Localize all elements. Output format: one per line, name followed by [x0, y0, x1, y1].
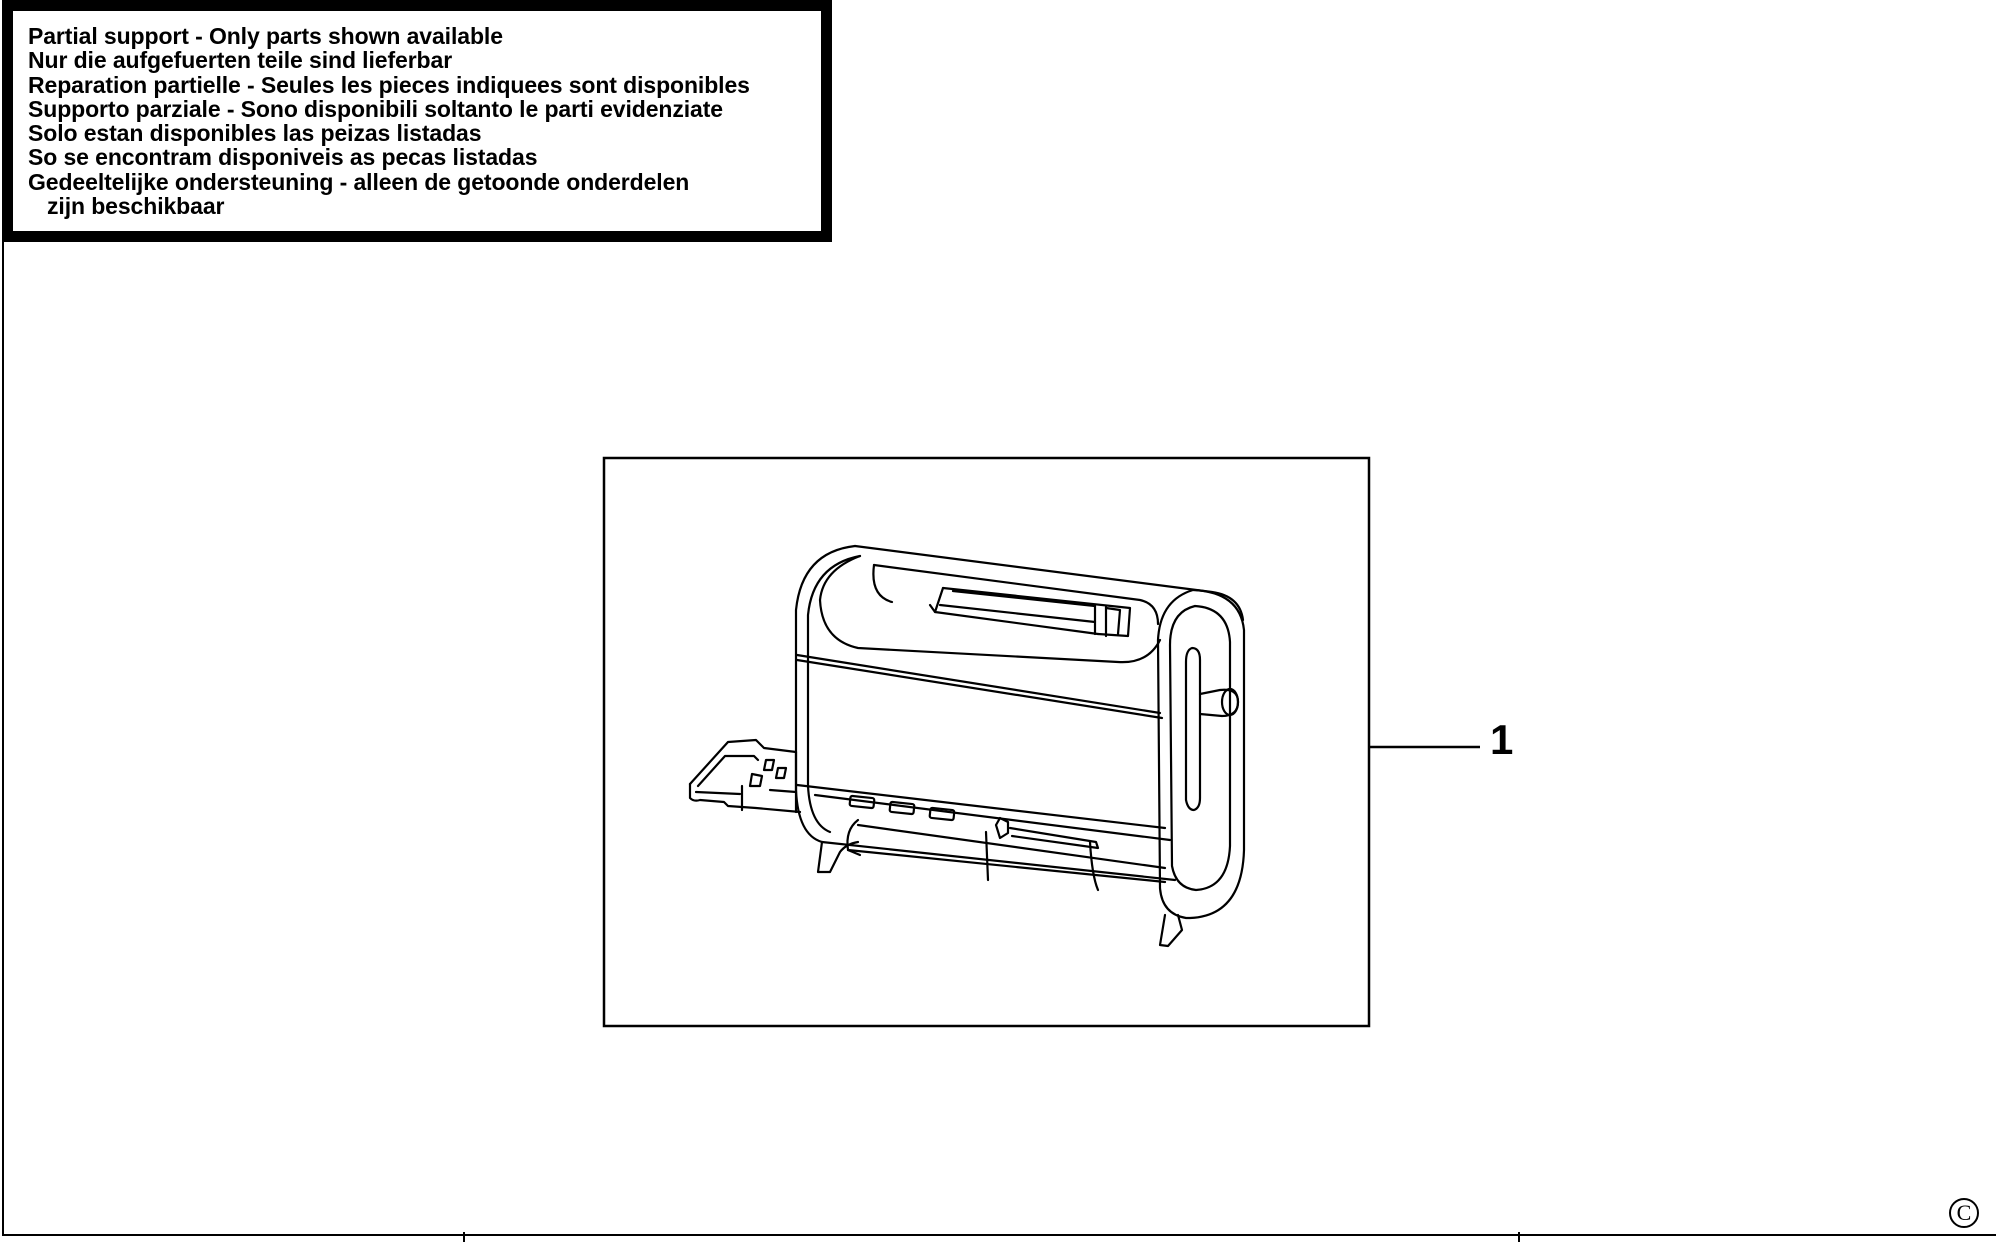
part-frame — [602, 456, 1371, 1028]
notice-line-de: Nur die aufgefuerten teile sind lieferba… — [28, 47, 453, 74]
copyright-symbol: C — [1949, 1198, 1979, 1228]
notice-line-nl: Gedeeltelijke ondersteuning - alleen de … — [28, 168, 690, 195]
notice-line-fr: Reparation partielle - Seules les pieces… — [28, 71, 750, 98]
notice-line-nl-continued: zijn beschikbaar — [47, 193, 225, 220]
footer-divider-left — [463, 1232, 465, 1242]
toaster-icon — [688, 544, 1246, 948]
footer-divider-right — [1518, 1232, 1520, 1242]
notice-line-en: Partial support - Only parts shown avail… — [28, 23, 503, 49]
partial-support-notice: Partial support - Only parts shown avail… — [2, 0, 832, 242]
notice-line-pt: So se encontram disponiveis as pecas lis… — [28, 144, 538, 171]
notice-line-it: Supporto parziale - Sono disponibili sol… — [28, 95, 723, 122]
callout-part-number: 1 — [1490, 716, 1514, 763]
notice-line-es: Solo estan disponibles las peizas listad… — [28, 120, 482, 147]
